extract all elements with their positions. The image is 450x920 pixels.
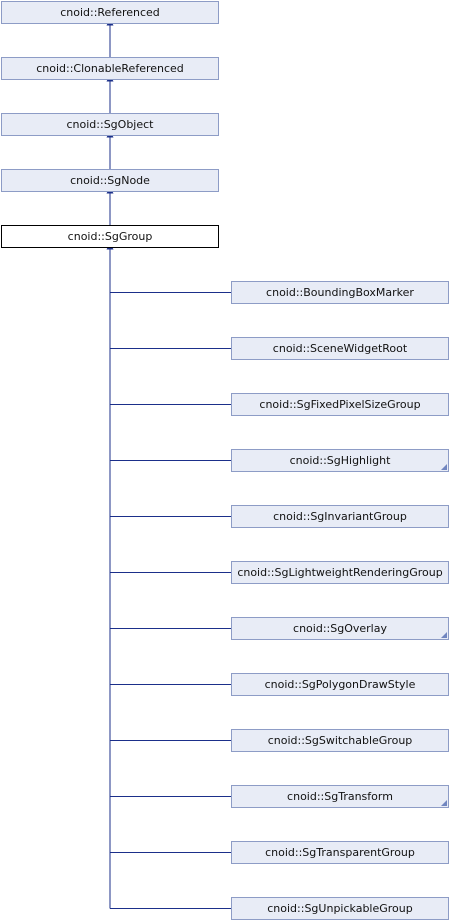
node-sg-group-current-label: cnoid::SgGroup (67, 230, 153, 243)
node-scene-widget-root-label: cnoid::SceneWidgetRoot (272, 342, 408, 355)
node-sg-transparent-group[interactable]: cnoid::SgTransparentGroup (231, 841, 449, 864)
node-scene-widget-root[interactable]: cnoid::SceneWidgetRoot (231, 337, 449, 360)
node-bounding-box-marker-label: cnoid::BoundingBoxMarker (266, 286, 414, 299)
node-sg-switchable-group[interactable]: cnoid::SgSwitchableGroup (231, 729, 449, 752)
node-sg-lightweight-rendering-group-label: cnoid::SgLightweightRenderingGroup (237, 566, 443, 579)
node-sg-node[interactable]: cnoid::SgNode (1, 169, 219, 192)
node-sg-transform-label: cnoid::SgTransform (287, 790, 393, 803)
node-sg-lightweight-rendering-group[interactable]: cnoid::SgLightweightRenderingGroup (231, 561, 449, 584)
node-clonable-referenced[interactable]: cnoid::ClonableReferenced (1, 57, 219, 80)
node-referenced[interactable]: cnoid::Referenced (1, 1, 219, 24)
node-sg-overlay-label: cnoid::SgOverlay (293, 622, 387, 635)
node-sg-polygon-draw-style[interactable]: cnoid::SgPolygonDrawStyle (231, 673, 449, 696)
node-sg-transform[interactable]: cnoid::SgTransform (231, 785, 449, 808)
node-sg-polygon-draw-style-label: cnoid::SgPolygonDrawStyle (264, 678, 416, 691)
node-sg-switchable-group-label: cnoid::SgSwitchableGroup (267, 734, 413, 747)
node-sg-unpickable-group-label: cnoid::SgUnpickableGroup (267, 902, 413, 915)
node-sg-transparent-group-label: cnoid::SgTransparentGroup (265, 846, 415, 859)
node-sg-invariant-group[interactable]: cnoid::SgInvariantGroup (231, 505, 449, 528)
node-sg-fixed-pixel-size-group-label: cnoid::SgFixedPixelSizeGroup (259, 398, 421, 411)
node-sg-highlight[interactable]: cnoid::SgHighlight (231, 449, 449, 472)
more-subclasses-indicator (441, 632, 447, 638)
node-bounding-box-marker[interactable]: cnoid::BoundingBoxMarker (231, 281, 449, 304)
node-sg-object[interactable]: cnoid::SgObject (1, 113, 219, 136)
node-sg-node-label: cnoid::SgNode (70, 174, 150, 187)
node-sg-highlight-label: cnoid::SgHighlight (289, 454, 391, 467)
more-subclasses-indicator (441, 800, 447, 806)
more-subclasses-indicator (441, 464, 447, 470)
node-referenced-label: cnoid::Referenced (60, 6, 160, 19)
node-sg-overlay[interactable]: cnoid::SgOverlay (231, 617, 449, 640)
node-sg-unpickable-group[interactable]: cnoid::SgUnpickableGroup (231, 897, 449, 920)
node-clonable-referenced-label: cnoid::ClonableReferenced (36, 62, 184, 75)
node-sg-fixed-pixel-size-group[interactable]: cnoid::SgFixedPixelSizeGroup (231, 393, 449, 416)
node-sg-invariant-group-label: cnoid::SgInvariantGroup (273, 510, 407, 523)
node-sg-object-label: cnoid::SgObject (66, 118, 154, 131)
node-sg-group-current: cnoid::SgGroup (1, 225, 219, 248)
